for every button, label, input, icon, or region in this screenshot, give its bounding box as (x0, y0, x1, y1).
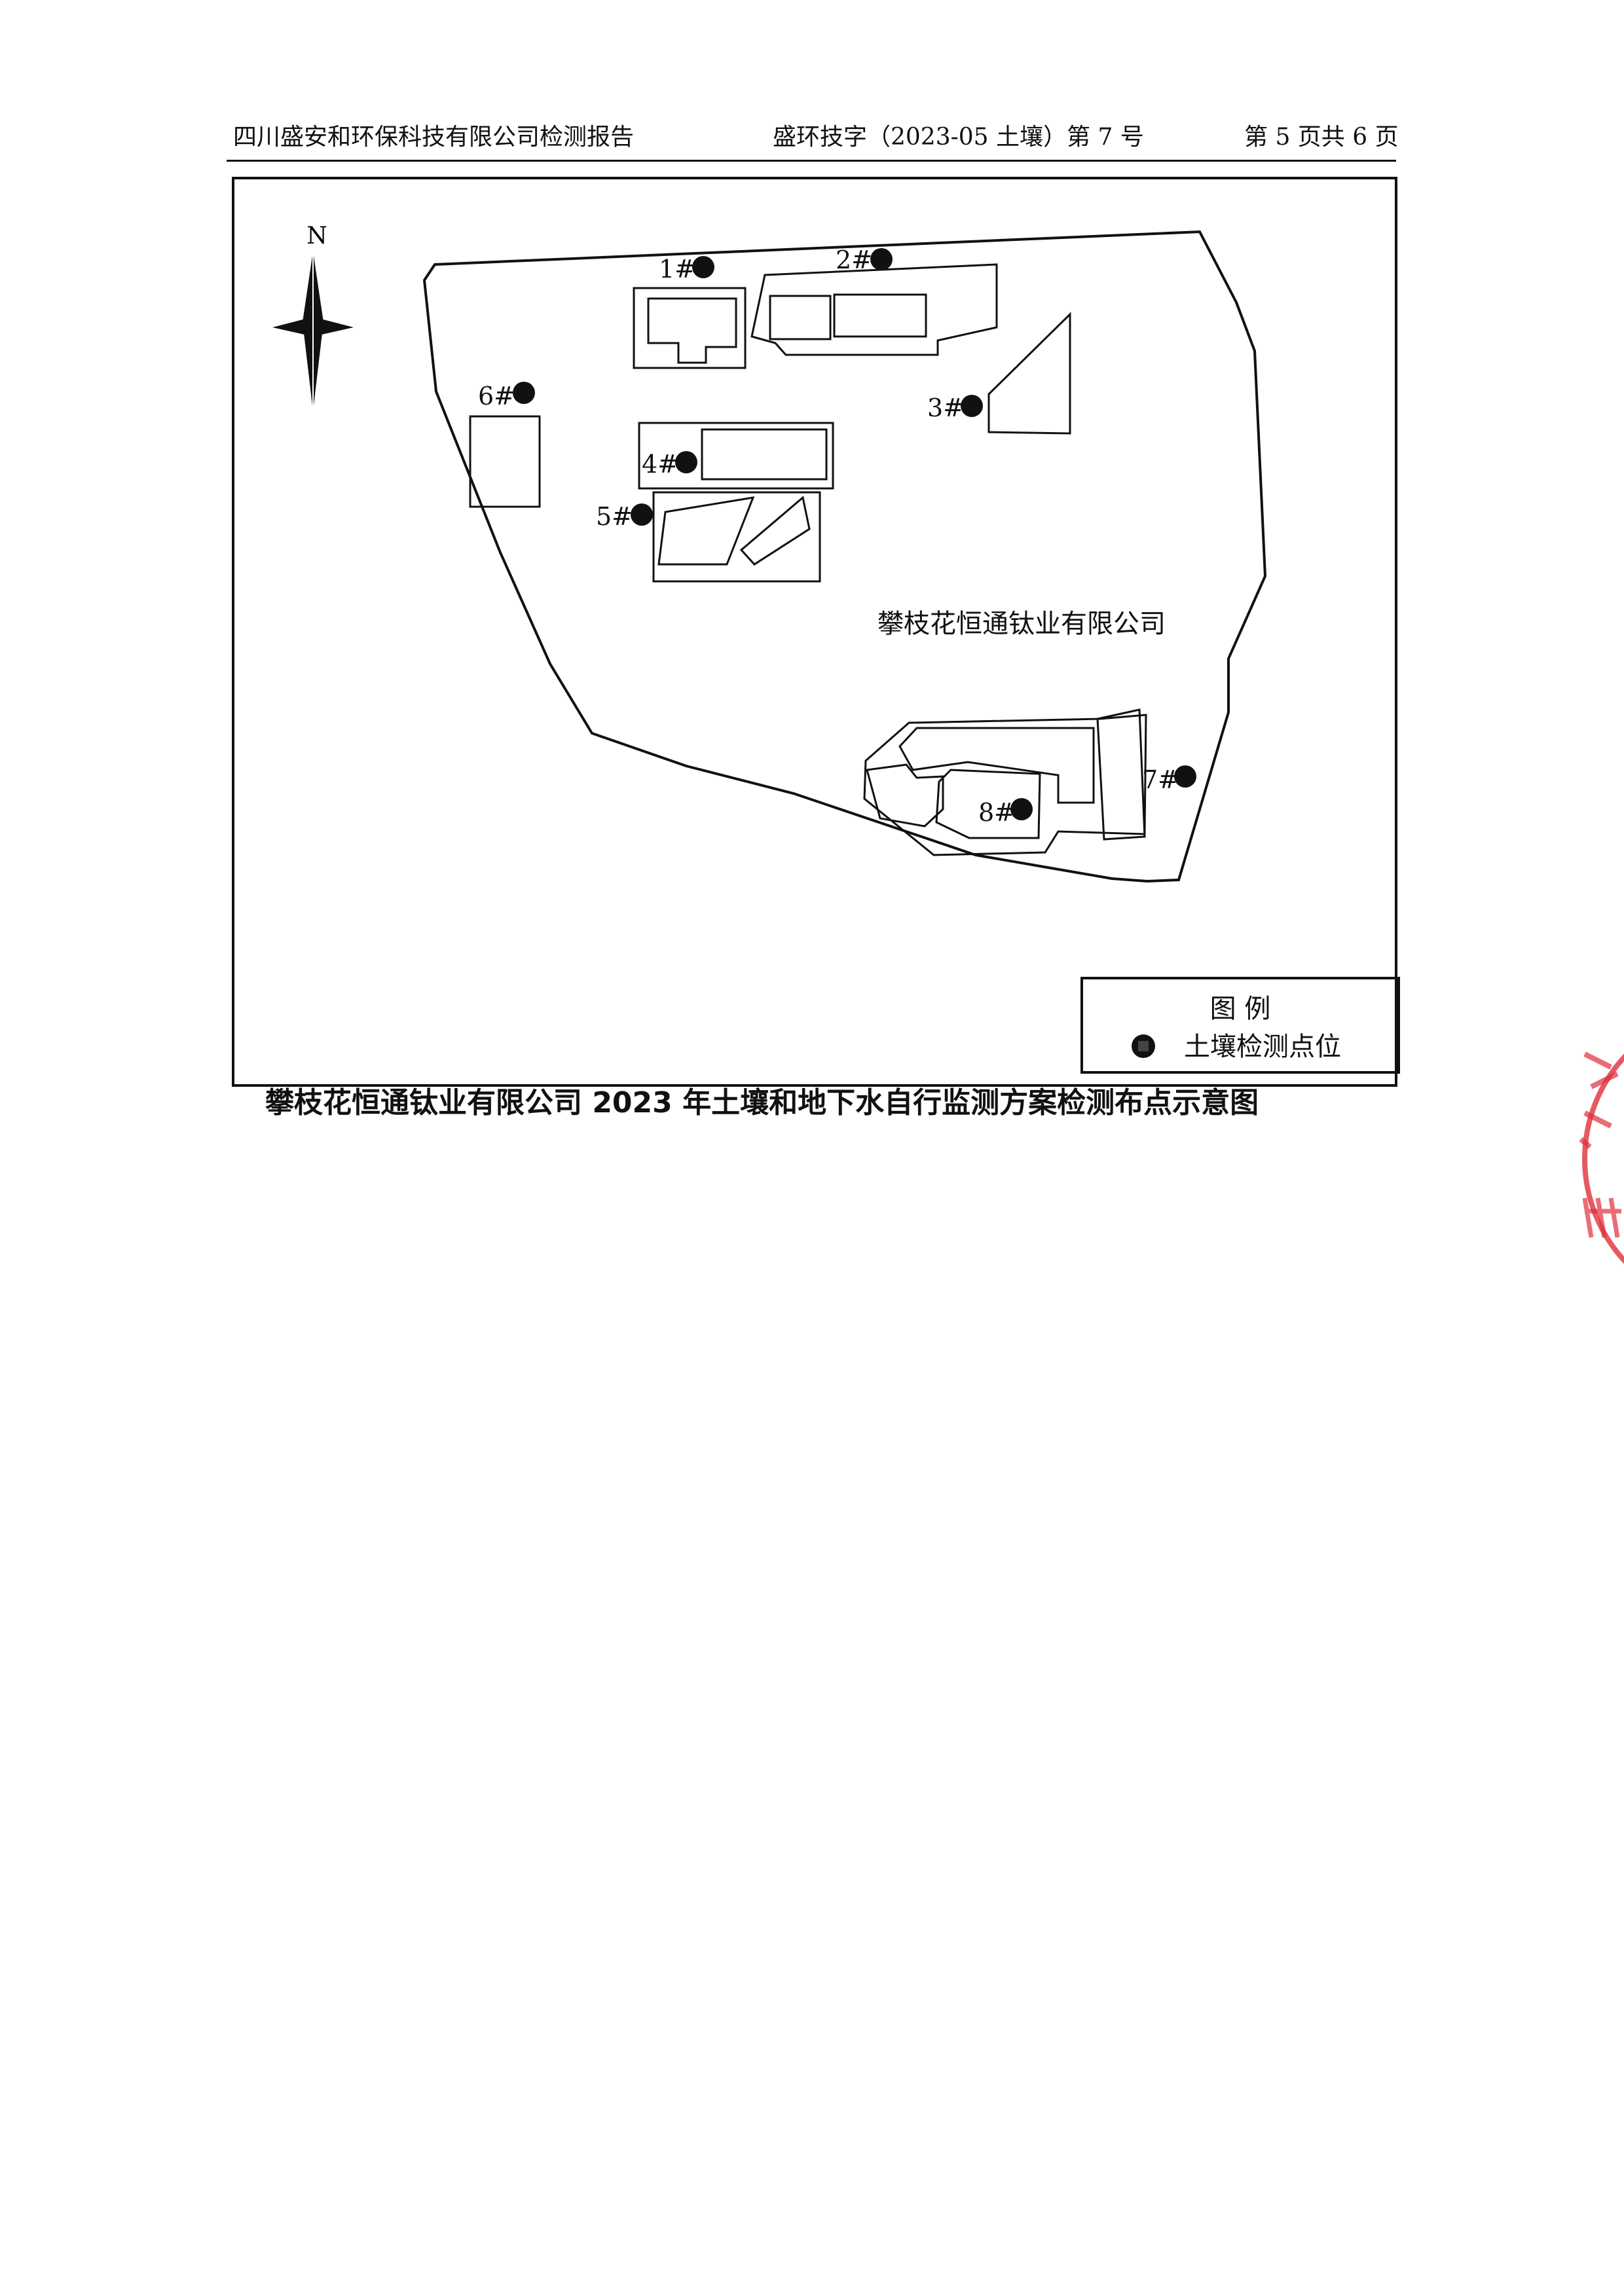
figure-title: 攀枝花恒通钛业有限公司 2023 年土壤和地下水自行监测方案检测布点示意图 (265, 1086, 1259, 1120)
header-report-number: 盛环技字（2023-05 土壤）第 7 号 (773, 124, 1144, 151)
building-2-room-a (769, 295, 832, 340)
point-7-label: 7# (1142, 765, 1179, 794)
north-arrow-icon: N (272, 223, 354, 411)
building-1-outer (633, 287, 747, 369)
point-8-label: 8# (978, 798, 1015, 827)
building-4-outer (638, 422, 834, 490)
point-5-label: 5# (596, 502, 633, 531)
point-8-marker (1010, 798, 1033, 820)
legend-box (1080, 977, 1400, 1074)
map-frame (232, 177, 1397, 1087)
header-page-number: 第 5 页共 6 页 (1244, 124, 1399, 151)
header-rule (227, 160, 1396, 162)
point-1-label: 1# (659, 255, 695, 283)
point-2-marker (870, 248, 893, 270)
point-7-marker (1174, 765, 1196, 788)
building-5-outer (652, 491, 821, 583)
seal-stamp-fragment (1579, 1051, 1624, 1264)
point-6-marker (513, 382, 535, 404)
point-2-label: 2# (836, 246, 872, 274)
north-label: N (306, 223, 327, 249)
building-6 (469, 415, 541, 508)
point-4-label: 4# (642, 450, 678, 479)
company-label: 攀枝花恒通钛业有限公司 (877, 609, 1166, 639)
plant-south-inner-c (935, 769, 1041, 839)
building-1-inner (647, 297, 737, 364)
header-report-title: 四川盛安和环保科技有限公司检测报告 (233, 124, 635, 151)
building-2-outer (750, 263, 998, 356)
plant-south-outer (863, 714, 1147, 856)
point-6-label: 6# (478, 382, 515, 410)
building-5-inner-a (657, 496, 755, 566)
point-4-marker (675, 451, 697, 473)
point-3-label: 3# (927, 393, 964, 422)
plant-south-inner-a (898, 727, 1095, 804)
building-5-inner-b (739, 496, 811, 566)
legend-title: 图 例 (1210, 994, 1271, 1024)
point-1-marker (692, 256, 714, 278)
building-2-room-b (833, 293, 927, 338)
building-3 (987, 312, 1071, 435)
legend-item-label: 土壤检测点位 (1184, 1032, 1341, 1062)
legend-marker-center (1138, 1041, 1149, 1051)
plant-east-tank (1096, 708, 1146, 841)
point-5-marker (631, 503, 653, 526)
sampling-points: 1# 2# 3# 4# 5# 6# 7# 8# (478, 246, 1196, 827)
site-boundary (422, 230, 1267, 883)
plant-south-inner-b (866, 763, 944, 828)
point-3-marker (961, 395, 983, 417)
building-4-inner (701, 428, 828, 481)
